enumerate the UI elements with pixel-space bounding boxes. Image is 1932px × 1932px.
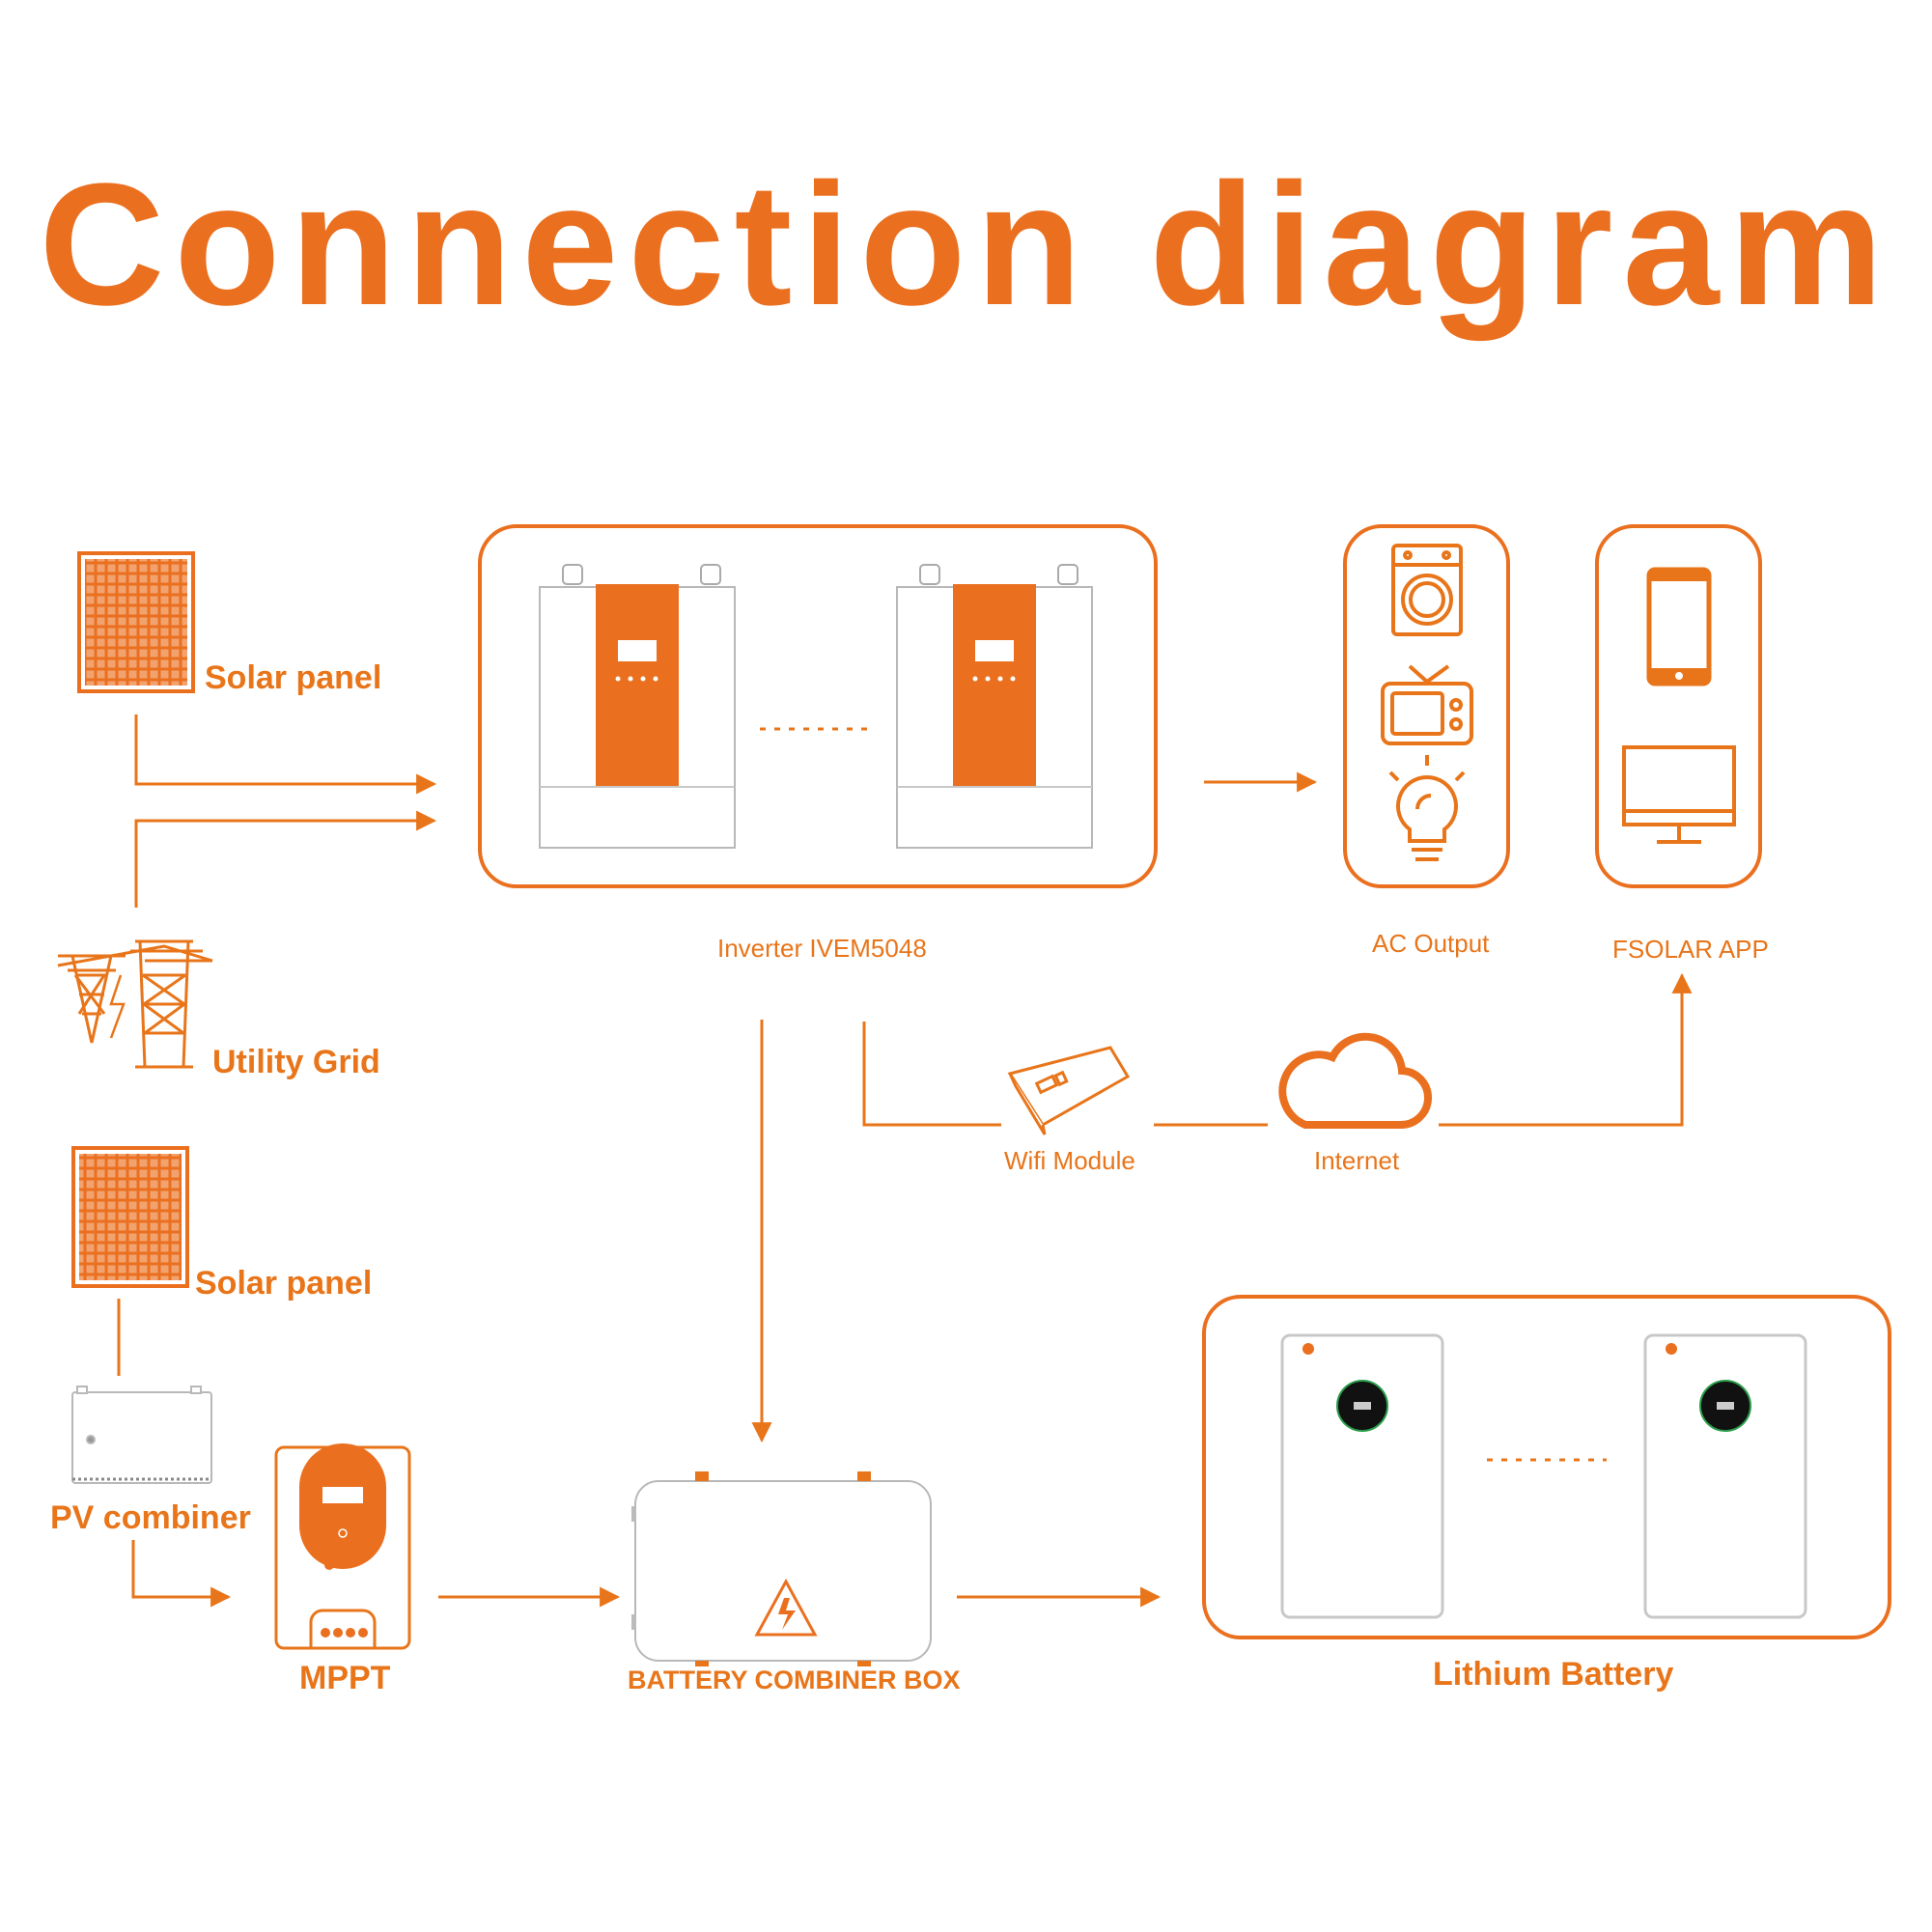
mppt-controller-icon [274, 1443, 411, 1650]
grid-to-inverter-arrow [134, 810, 437, 908]
smartphone-icon [1646, 567, 1712, 686]
solar-panel-label: Solar panel [205, 659, 382, 696]
utility-grid-label: Utility Grid [212, 1044, 380, 1080]
solar-panel-label: Solar panel [195, 1265, 373, 1302]
lithium-battery-icon [1280, 1333, 1444, 1619]
inverter-icon [896, 564, 1093, 849]
wifi-module-icon [1007, 1046, 1131, 1135]
ac-output-label: AC Output [1372, 929, 1490, 958]
mppt-label: MPPT [299, 1660, 391, 1696]
inverter-icon [539, 564, 736, 849]
internet-label: Internet [1314, 1146, 1400, 1175]
lithium-battery-label: Lithium Battery [1433, 1656, 1674, 1693]
internet-to-app-arrow [1439, 972, 1693, 1127]
diagram-title: Connection diagram [39, 148, 1893, 342]
inverter-label: Inverter IVEM5048 [717, 934, 927, 963]
tv-icon [1381, 664, 1473, 745]
inverter-container [478, 524, 1158, 888]
monitor-icon [1622, 745, 1736, 844]
transmission-tower-icon [57, 939, 213, 1069]
fsolar-app-label: FSOLAR APP [1612, 935, 1769, 964]
pv-combiner-icon [71, 1386, 212, 1484]
ac-output-container [1343, 524, 1510, 888]
pv-combiner-label: PV combiner [50, 1499, 251, 1536]
pv-combiner-to-mppt-arrow [131, 1540, 232, 1608]
inverter-to-wifi-line [862, 1022, 1001, 1127]
battery-combiner-box-icon [631, 1471, 932, 1666]
solar-to-inverter-arrow [134, 714, 437, 795]
battery-combiner-box-label: BATTERY COMBINER BOX [628, 1666, 961, 1694]
cloud-icon [1278, 1032, 1432, 1130]
solar-panel-icon [77, 551, 195, 693]
lithium-battery-icon [1643, 1333, 1807, 1619]
wifi-module-label: Wifi Module [1004, 1146, 1135, 1175]
light-bulb-icon [1388, 755, 1466, 861]
lithium-battery-container [1202, 1295, 1891, 1639]
washing-machine-icon [1391, 544, 1463, 636]
fsolar-app-container [1595, 524, 1762, 888]
solar-panel-icon [71, 1146, 189, 1288]
